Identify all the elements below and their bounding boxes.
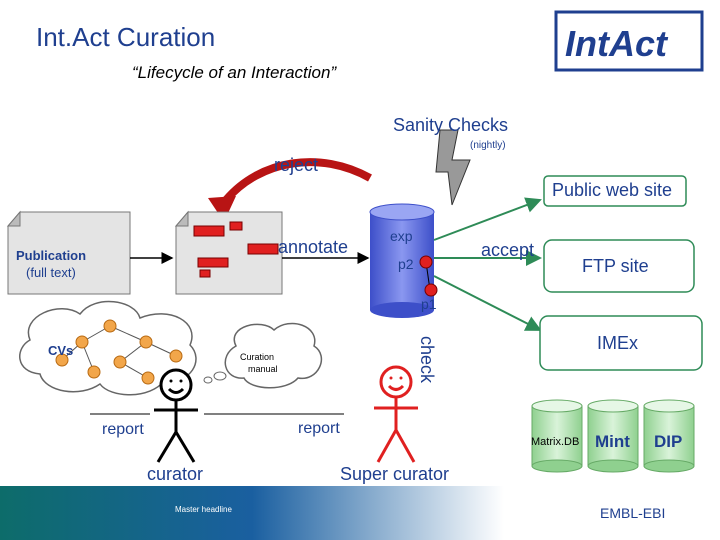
report-right-label: report — [298, 420, 340, 437]
mint-label: Mint — [595, 432, 630, 451]
cvs-cloud-icon — [19, 300, 197, 396]
p2-label: p2 — [398, 256, 414, 272]
exp-label: exp — [390, 228, 413, 244]
logo-text: IntAct — [565, 23, 669, 64]
footer-band — [0, 486, 720, 540]
super-curator-figure-icon — [374, 365, 418, 463]
public-web-site-label: Public web site — [552, 180, 673, 200]
publication-document-icon — [6, 210, 131, 295]
curation-manual-label-line1: Curation — [240, 352, 275, 362]
sanity-checks-label: Sanity Checks — [393, 115, 509, 135]
database-icon — [369, 203, 438, 318]
page-subtitle: “Lifecycle of an Interaction” — [132, 63, 337, 82]
matrixdb-label: Matrix.DB — [531, 436, 580, 448]
intact-logo: IntAct — [554, 10, 704, 72]
reject-arrow — [222, 158, 372, 203]
dip-label: DIP — [654, 432, 683, 451]
super-curator-label: Super curator — [340, 464, 450, 484]
lightning-icon — [435, 129, 471, 206]
curation-manual-cloud-icon — [203, 322, 323, 389]
public-web-box — [543, 175, 687, 207]
imex-box — [539, 315, 703, 371]
curator-label: curator — [147, 464, 204, 484]
page-title: Int.Act Curation — [36, 22, 216, 52]
accept-label: accept — [481, 240, 535, 260]
nightly-label: (nightly) — [470, 140, 506, 151]
annotate-label: annotate — [278, 237, 349, 257]
reject-label: reject — [274, 155, 319, 175]
annotated-document-icon — [174, 210, 283, 295]
master-headline-label: Master headline — [175, 505, 232, 514]
ftp-box — [543, 239, 695, 293]
curator-figure-icon — [154, 368, 198, 463]
imex-partner-db-icons — [531, 399, 695, 473]
check-label: check — [417, 336, 437, 384]
cvs-label: CVs — [48, 343, 74, 358]
curation-manual-label-line2: manual — [248, 364, 278, 374]
embl-ebi-label: EMBL-EBI — [600, 505, 666, 521]
p1-label: p1 — [421, 296, 437, 312]
full-text-label: (full text) — [26, 265, 76, 280]
publication-label: Publication — [16, 248, 87, 263]
ftp-site-label: FTP site — [582, 256, 649, 276]
report-left-label: report — [102, 421, 144, 438]
reject-arrowhead — [208, 196, 236, 222]
imex-label: IMEx — [597, 333, 639, 353]
